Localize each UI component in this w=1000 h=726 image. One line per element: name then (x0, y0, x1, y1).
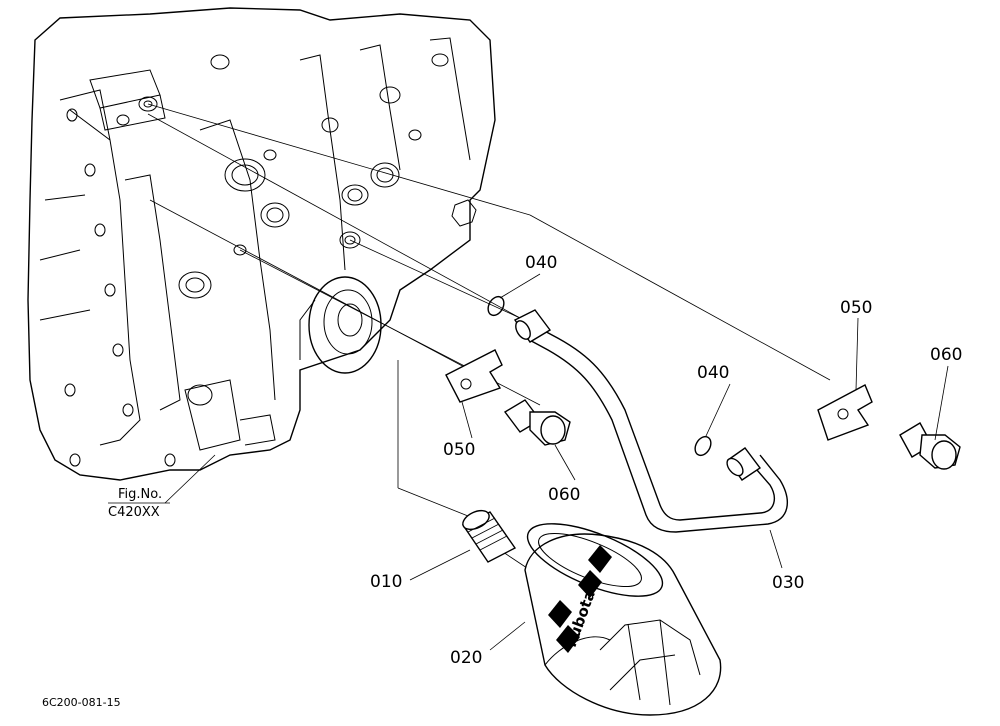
callout-060-right: 060 (930, 345, 962, 365)
nipple-010 (461, 509, 517, 563)
callout-labels: 040 040 050 060 050 060 030 010 020 (370, 253, 962, 668)
callout-010: 010 (370, 572, 402, 592)
drawing-code: 6C200-081-15 (42, 696, 121, 709)
oil-filter-020: kubota (524, 523, 722, 716)
callout-030: 030 (772, 573, 804, 593)
callout-040-upper: 040 (525, 253, 557, 273)
bolt-060-left (503, 399, 571, 446)
assembly-lines (147, 103, 831, 571)
clamp-050-right (817, 384, 873, 441)
callout-050-right: 050 (840, 298, 872, 318)
transmission-housing (27, 7, 496, 481)
callout-040-lower: 040 (697, 363, 729, 383)
callout-020: 020 (450, 648, 482, 668)
clamp-050-left (445, 349, 503, 403)
oil-pipe-030 (513, 309, 788, 533)
figure-reference[interactable]: Fig.No. C420XX (108, 487, 170, 520)
o-ring-040-lower (694, 435, 712, 457)
fig-ref-line1: Fig.No. (118, 487, 162, 502)
o-ring-040-upper (487, 295, 505, 317)
bolt-060-right (899, 422, 961, 470)
callout-050-left: 050 (443, 440, 475, 460)
callout-060-left: 060 (548, 485, 580, 505)
fig-ref-line2[interactable]: C420XX (108, 505, 160, 520)
callout-leaders (164, 273, 949, 651)
